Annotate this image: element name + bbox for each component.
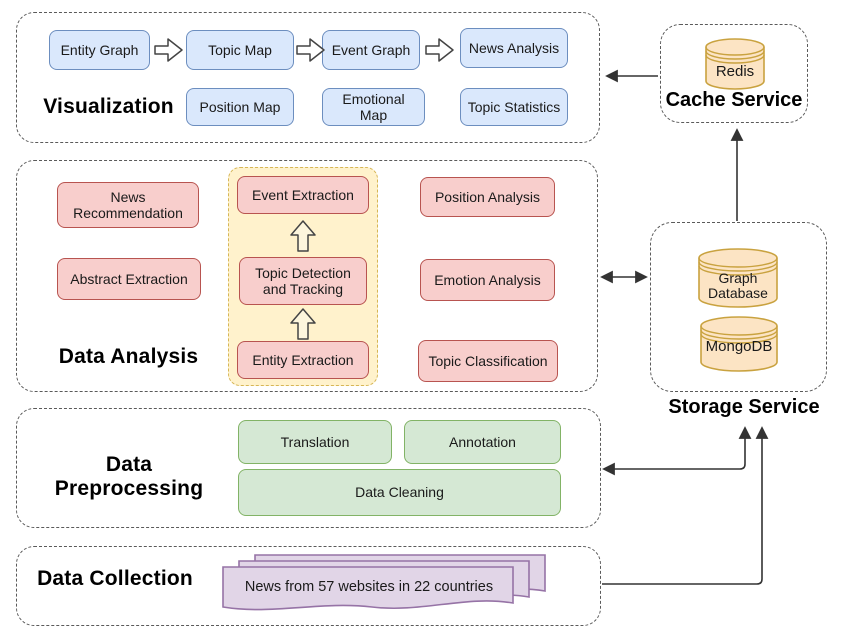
event-extraction-node: Event Extraction bbox=[237, 176, 369, 214]
redis-label: Redis bbox=[715, 62, 755, 80]
entity-graph-node: Entity Graph bbox=[49, 30, 150, 70]
entity-extraction-node: Entity Extraction bbox=[237, 341, 369, 379]
mongodb-label: MongoDB bbox=[705, 337, 773, 355]
data-preprocessing-title: Data Preprocessing bbox=[54, 453, 204, 500]
visualization-title: Visualization bbox=[43, 95, 174, 118]
cache-service-title: Cache Service bbox=[665, 89, 803, 111]
flow-arrow-up-icon bbox=[290, 308, 316, 340]
flow-arrow-right-icon bbox=[154, 38, 183, 62]
news-recommendation-node: News Recommendation bbox=[57, 182, 199, 228]
flow-arrow-right-icon bbox=[296, 38, 325, 62]
arrow-preprocessing-storage-bidirectional bbox=[602, 426, 752, 476]
mongodb-cylinder-icon bbox=[700, 316, 778, 372]
flow-arrow-right-icon bbox=[425, 38, 454, 62]
graph-database-cylinder-icon bbox=[698, 248, 778, 308]
arrow-collection-to-storage bbox=[602, 426, 769, 585]
abstract-extraction-node: Abstract Extraction bbox=[57, 258, 201, 300]
graph-database-label: Graph Database bbox=[708, 269, 768, 301]
emotional-map-node: Emotional Map bbox=[322, 88, 425, 126]
topic-statistics-node: Topic Statistics bbox=[460, 88, 568, 126]
redis-cylinder-icon bbox=[705, 38, 765, 90]
data-cleaning-node: Data Cleaning bbox=[238, 469, 561, 516]
translation-node: Translation bbox=[238, 420, 392, 464]
flow-arrow-up-icon bbox=[290, 220, 316, 252]
data-collection-title: Data Collection bbox=[37, 567, 193, 590]
news-analysis-node: News Analysis bbox=[460, 28, 568, 68]
emotion-analysis-node: Emotion Analysis bbox=[420, 259, 555, 301]
annotation-node: Annotation bbox=[404, 420, 561, 464]
storage-service-title: Storage Service bbox=[668, 396, 820, 418]
data-analysis-title: Data Analysis bbox=[58, 345, 199, 368]
topic-detection-tracking-node: Topic Detection and Tracking bbox=[239, 257, 367, 305]
document-icon bbox=[222, 566, 514, 611]
event-graph-node: Event Graph bbox=[322, 30, 420, 70]
position-map-node: Position Map bbox=[186, 88, 294, 126]
topic-classification-node: Topic Classification bbox=[418, 340, 558, 382]
collection-source-note: News from 57 websites in 22 countries bbox=[244, 579, 494, 595]
position-analysis-node: Position Analysis bbox=[420, 177, 555, 217]
topic-map-node: Topic Map bbox=[186, 30, 294, 70]
